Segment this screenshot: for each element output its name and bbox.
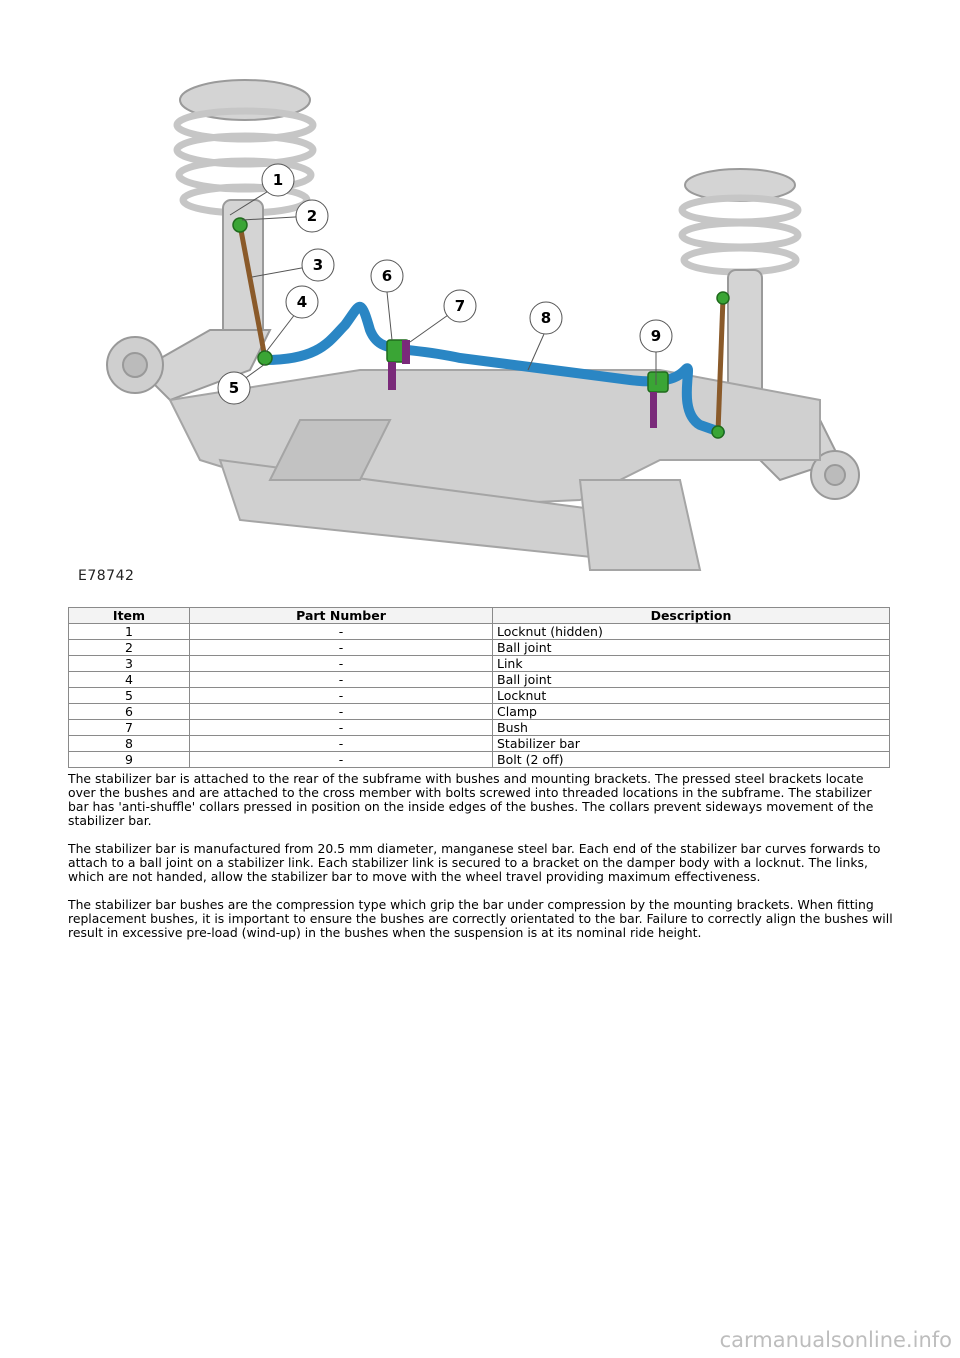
left-hub <box>106 336 164 394</box>
table-header-row: Item Part Number Description <box>68 607 890 624</box>
table-row: 6-Clamp <box>68 703 890 720</box>
description-text: The stabilizer bar is attached to the re… <box>68 772 894 954</box>
callout-2-label: 2 <box>307 207 317 225</box>
cell-part-number: - <box>189 655 493 672</box>
cell-item: 6 <box>68 703 190 720</box>
callout-9-label: 9 <box>651 327 661 345</box>
callout-3-label: 3 <box>313 256 323 274</box>
callout-6-label: 6 <box>382 267 392 285</box>
cell-description: Stabilizer bar <box>492 735 890 752</box>
cell-description: Bolt (2 off) <box>492 751 890 768</box>
cell-item: 5 <box>68 687 190 704</box>
paragraph-3: The stabilizer bar bushes are the compre… <box>68 897 893 940</box>
cell-part-number: - <box>189 623 493 640</box>
cell-part-number: - <box>189 751 493 768</box>
table-row: 5-Locknut <box>68 687 890 704</box>
callout-2: 2 <box>241 199 329 233</box>
table-row: 1-Locknut (hidden) <box>68 623 890 640</box>
bushes <box>232 217 730 439</box>
left-strut <box>138 79 317 402</box>
cell-part-number: - <box>189 735 493 752</box>
callout-4-label: 4 <box>297 293 307 311</box>
cell-item: 3 <box>68 655 190 672</box>
callout-1: 1 <box>229 163 295 216</box>
cell-description: Locknut <box>492 687 890 704</box>
cell-description: Bush <box>492 719 890 736</box>
cell-description: Ball joint <box>492 671 890 688</box>
callout-7: 7 <box>409 289 477 343</box>
callout-4: 4 <box>265 285 319 353</box>
cell-item: 1 <box>68 623 190 640</box>
suspension-illustration: 1 2 3 4 5 6 7 8 9 <box>106 79 860 571</box>
header-description: Description <box>492 607 890 624</box>
cell-item: 8 <box>68 735 190 752</box>
parts-table: Item Part Number Description 1-Locknut (… <box>68 607 890 768</box>
paragraph-2: The stabilizer bar is manufactured from … <box>68 841 881 884</box>
callout-1-label: 1 <box>273 171 283 189</box>
callout-8-label: 8 <box>541 309 551 327</box>
cell-part-number: - <box>189 703 493 720</box>
table-row: 8-Stabilizer bar <box>68 735 890 752</box>
cell-description: Locknut (hidden) <box>492 623 890 640</box>
callout-8: 8 <box>527 301 563 371</box>
cell-item: 2 <box>68 639 190 656</box>
cell-item: 9 <box>68 751 190 768</box>
callout-6: 6 <box>370 259 404 341</box>
cell-item: 7 <box>68 719 190 736</box>
cell-part-number: - <box>189 687 493 704</box>
table-row: 3-Link <box>68 655 890 672</box>
callout-5: 5 <box>217 363 266 405</box>
header-item: Item <box>68 607 190 624</box>
cell-part-number: - <box>189 719 493 736</box>
right-hub <box>810 450 860 500</box>
table-row: 9-Bolt (2 off) <box>68 751 890 768</box>
cell-description: Ball joint <box>492 639 890 656</box>
callouts: 1 2 3 4 5 6 7 8 9 <box>217 163 673 405</box>
subframe <box>168 369 821 571</box>
callout-3: 3 <box>251 248 335 282</box>
callout-7-label: 7 <box>455 297 465 315</box>
paragraph-1: The stabilizer bar is attached to the re… <box>68 771 874 828</box>
table-row: 7-Bush <box>68 719 890 736</box>
watermark[interactable]: carmanualsonline.info <box>719 1328 952 1352</box>
header-part-number: Part Number <box>189 607 493 624</box>
table-row: 4-Ball joint <box>68 671 890 688</box>
cell-part-number: - <box>189 671 493 688</box>
cell-item: 4 <box>68 671 190 688</box>
figure-id: E78742 <box>78 568 135 584</box>
cell-description: Clamp <box>492 703 890 720</box>
cell-description: Link <box>492 655 890 672</box>
cell-part-number: - <box>189 639 493 656</box>
callout-9: 9 <box>639 319 673 385</box>
stabilizer-links <box>237 224 726 433</box>
callout-5-label: 5 <box>229 379 239 397</box>
bolts <box>388 340 657 428</box>
table-row: 2-Ball joint <box>68 639 890 656</box>
